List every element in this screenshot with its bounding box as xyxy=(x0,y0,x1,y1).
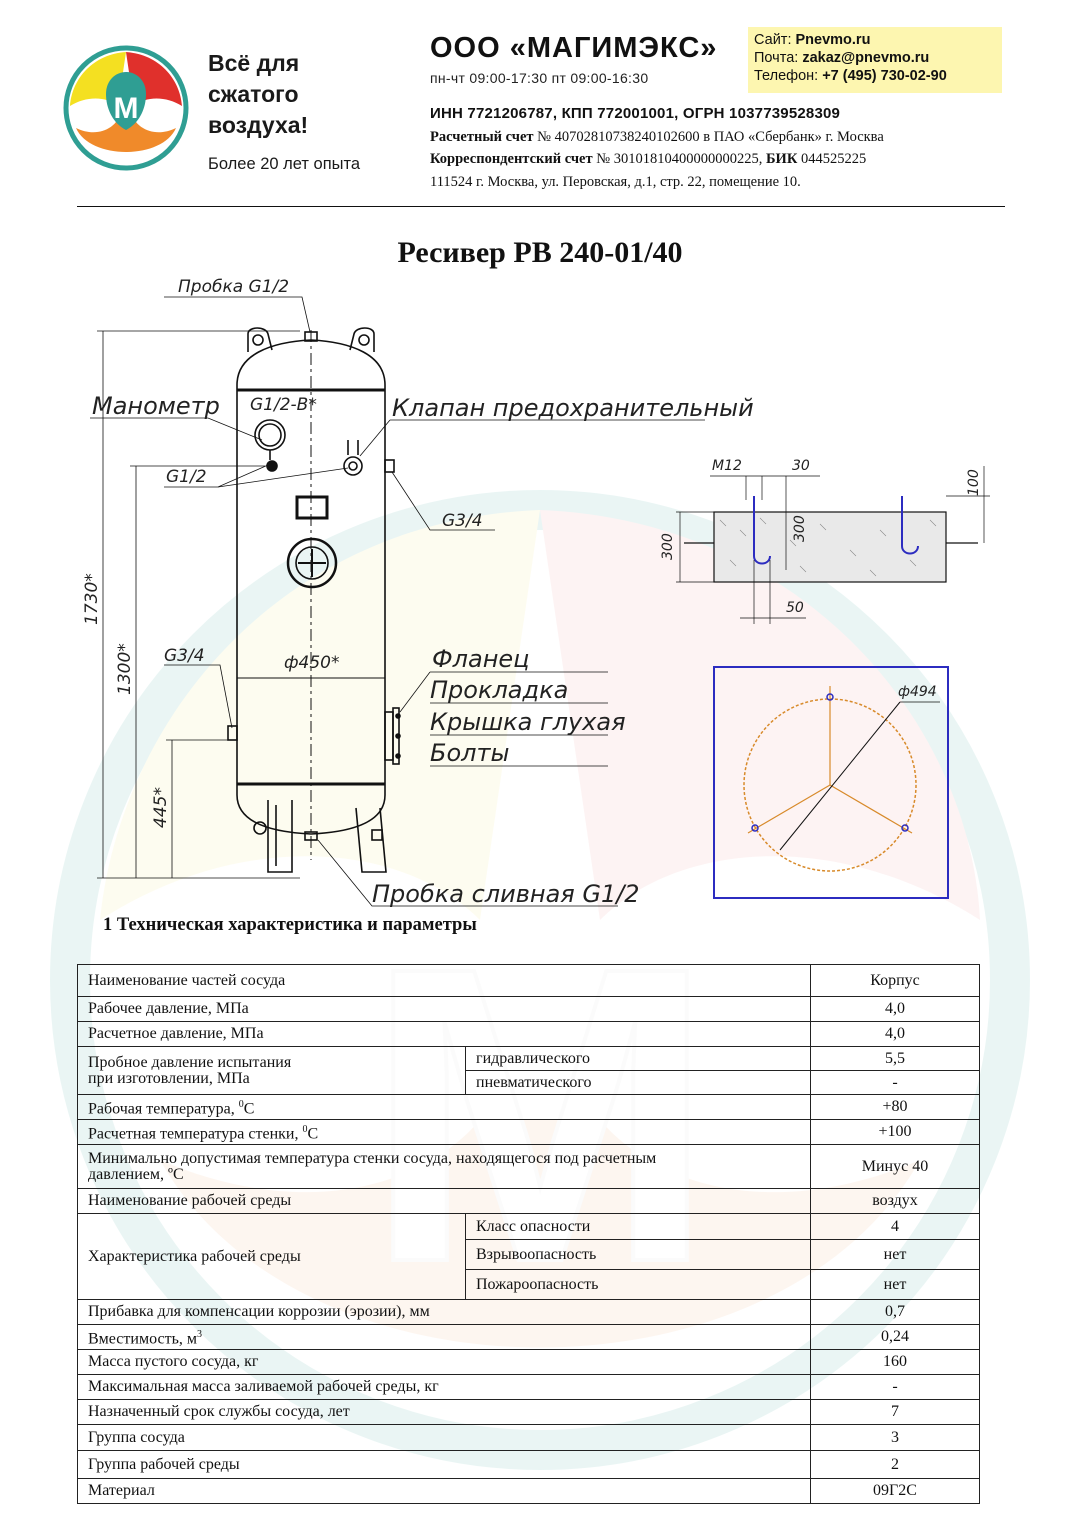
label-g34-left: G3/4 xyxy=(164,646,205,666)
label-diameter: ф450* xyxy=(284,653,339,673)
dim-50: 50 xyxy=(786,600,804,616)
header-divider xyxy=(77,206,1005,207)
contact-email: Почта: zakaz@pnevmo.ru xyxy=(754,50,930,66)
label-g34-right: G3/4 xyxy=(442,511,483,531)
dim-30: 30 xyxy=(792,458,810,474)
label-g12b: G1/2-B* xyxy=(250,395,317,415)
foundation-section xyxy=(676,466,990,624)
address-line: 111524 г. Москва, ул. Перовская, д.1, ст… xyxy=(430,173,801,190)
dim-total-height: 1730* xyxy=(82,573,102,625)
contact-phone: Телефон: +7 (495) 730-02-90 xyxy=(754,68,947,84)
slogan: Всё для сжатого воздуха! xyxy=(208,48,378,141)
working-hours: пн-чт 09:00-17:30 пт 09:00-16:30 xyxy=(430,70,649,86)
label-g12: G1/2 xyxy=(166,467,207,487)
corr-account-line: Корреспондентский счет № 301018104000000… xyxy=(430,151,867,167)
account-line: Расчетный счет № 40702810738240102600 в … xyxy=(430,128,884,145)
email-link[interactable]: zakaz@pnevmo.ru xyxy=(802,50,930,66)
header-value-cell: Корпус xyxy=(810,964,980,997)
table-row: Материал 09Г2С xyxy=(77,1478,980,1504)
company-logo: М xyxy=(63,45,189,171)
receiver-drawing: Пробка G1/2 Манометр G1/2-B* Клапан пред… xyxy=(82,277,990,908)
table-row: Рабочая температура, 0С +80 xyxy=(77,1094,980,1120)
slogan-line: сжатого xyxy=(208,81,299,107)
label-manometer: Манометр xyxy=(92,392,220,420)
slogan-line: воздуха! xyxy=(208,112,309,138)
phone-link[interactable]: +7 (495) 730-02-90 xyxy=(822,68,947,84)
table-row: Взрывоопасность нет xyxy=(78,1239,980,1270)
table-row: Расчетное давление, МПа 4,0 xyxy=(77,1021,980,1047)
table-row: Расчетная температура стенки, 0С +100 xyxy=(77,1119,980,1145)
dim-300-inner: 300 xyxy=(792,515,808,542)
table-row: Характеристика рабочей среды Класс опасн… xyxy=(77,1213,980,1300)
requisites: ИНН 7721206787, КПП 772001001, ОГРН 1037… xyxy=(430,103,884,193)
label-drain: Пробка сливная G1/2 xyxy=(372,880,640,908)
dim-low-height: 445* xyxy=(151,787,171,828)
dim-mid-height: 1300* xyxy=(115,643,135,695)
site-link[interactable]: Pnevmo.ru xyxy=(795,32,871,48)
table-row: Пожароопасность нет xyxy=(78,1269,980,1300)
inn-line: ИНН 7721206787, КПП 772001001, ОГРН 1037… xyxy=(430,105,841,122)
table-row: Наименование рабочей среды воздух xyxy=(77,1188,980,1214)
company-name: ООО «МАГИМЭКС» xyxy=(430,32,718,64)
label-flange: Фланец xyxy=(432,645,530,673)
label-valve: Клапан предохранительный xyxy=(392,394,754,422)
table-row: Вместимость, м3 0,24 xyxy=(77,1324,980,1350)
bolt-plan xyxy=(713,666,949,899)
section-title: 1 Техническая характеристика и параметры xyxy=(103,915,477,935)
table-row: Масса пустого сосуда, кг 160 xyxy=(77,1349,980,1375)
spec-table: Наименование частей сосуда Корпус Рабоче… xyxy=(77,964,980,1504)
dim-m12: M12 xyxy=(712,458,742,474)
plan-diameter: ф494 xyxy=(898,684,937,700)
table-row: Максимальная масса заливаемой рабочей ср… xyxy=(77,1374,980,1400)
table-row: Рабочее давление, МПа 4,0 xyxy=(77,996,980,1022)
label-plug-top: Пробка G1/2 xyxy=(178,277,289,297)
dim-300-outer: 300 xyxy=(660,533,676,560)
slogan-line: Всё для xyxy=(208,50,300,76)
experience-text: Более 20 лет опыта xyxy=(208,155,361,173)
label-cover: Крышка глухая xyxy=(430,708,626,736)
table-row: Прибавка для компенсации коррозии (эрози… xyxy=(77,1299,980,1325)
label-bolts: Болты xyxy=(430,739,509,767)
table-header-row: Наименование частей сосуда Корпус xyxy=(77,964,980,997)
contact-site: Сайт: Pnevmo.ru xyxy=(754,32,871,48)
table-row: Группа сосуда 3 xyxy=(77,1424,980,1451)
table-row: Группа рабочей среды 2 xyxy=(77,1450,980,1479)
document-title: Ресивер РВ 240-01/40 xyxy=(397,236,683,269)
contact-box: Сайт: Pnevmo.ru Почта: zakaz@pnevmo.ru Т… xyxy=(748,27,1002,93)
label-gasket: Прокладка xyxy=(430,676,568,704)
logo-letter: М xyxy=(114,92,139,125)
table-row: пневматического - xyxy=(78,1070,980,1095)
table-row: Назначенный срок службы сосуда, лет 7 xyxy=(77,1399,980,1425)
dim-100: 100 xyxy=(966,469,982,496)
table-row: Минимально допустимая температура стенки… xyxy=(77,1144,980,1189)
header-name-cell: Наименование частей сосуда xyxy=(77,964,811,997)
